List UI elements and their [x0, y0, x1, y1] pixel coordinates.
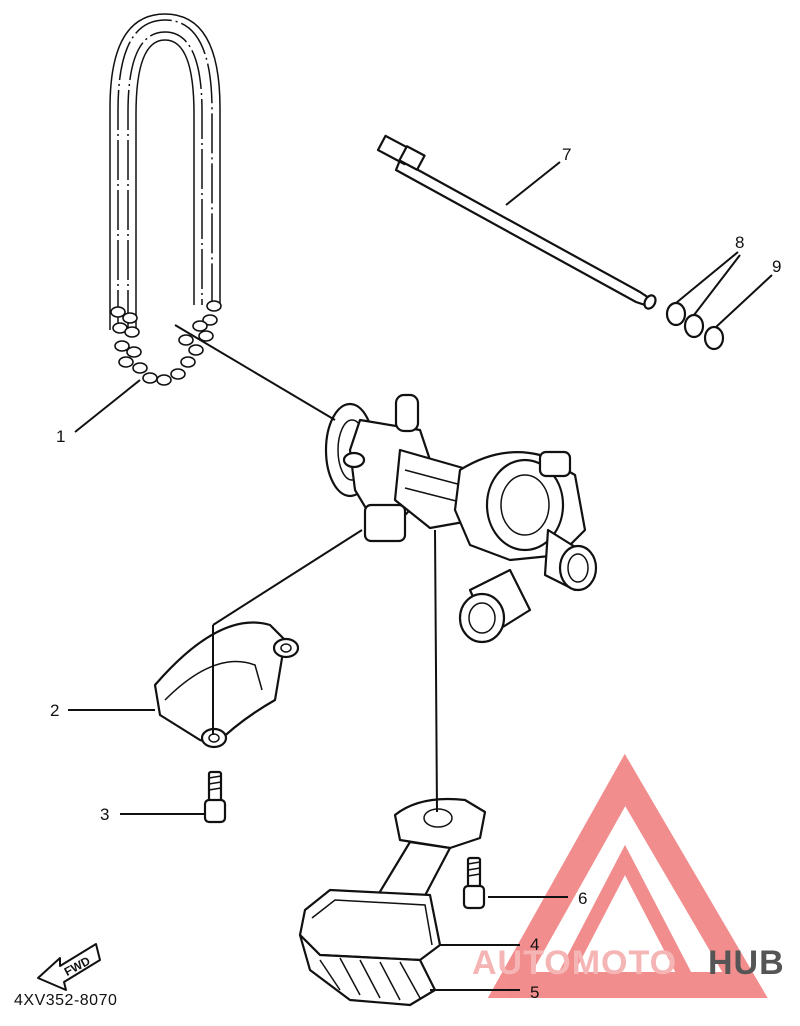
- watermark-part-a: AUTOMOTO: [472, 944, 677, 982]
- o-rings: [665, 301, 725, 351]
- callout-9: 9: [772, 257, 781, 276]
- o-ring-8b: [683, 313, 705, 339]
- callout-1: 1: [56, 427, 65, 446]
- bolt-3: [203, 770, 227, 824]
- callout-7: 7: [562, 145, 571, 164]
- callout-3: 3: [100, 805, 109, 824]
- automotohub-watermark-triangle: [487, 753, 768, 998]
- drawing-code: 4XV352-8070: [14, 992, 118, 1009]
- oil-strainer: [298, 797, 487, 1007]
- o-ring-8a: [665, 301, 687, 327]
- callout-4: 4: [530, 935, 539, 954]
- callout-8: 8: [735, 233, 744, 252]
- automotohub-watermark-text: AUTOMOTO HUB: [472, 944, 785, 982]
- bolt-6: [462, 856, 486, 910]
- watermark-part-b: HUB: [708, 944, 785, 982]
- oil-pump-shaft: [376, 134, 657, 310]
- callout-6: 6: [578, 889, 587, 908]
- forward-arrow-icon: FWD: [37, 943, 101, 991]
- oil-pump-assembly: [324, 393, 598, 644]
- callout-5: 5: [530, 983, 539, 1002]
- callout-2: 2: [50, 701, 59, 720]
- pump-cover: [153, 621, 300, 749]
- o-ring-9: [703, 325, 725, 351]
- timing-chain: [109, 13, 222, 386]
- leader-lines: [68, 161, 773, 991]
